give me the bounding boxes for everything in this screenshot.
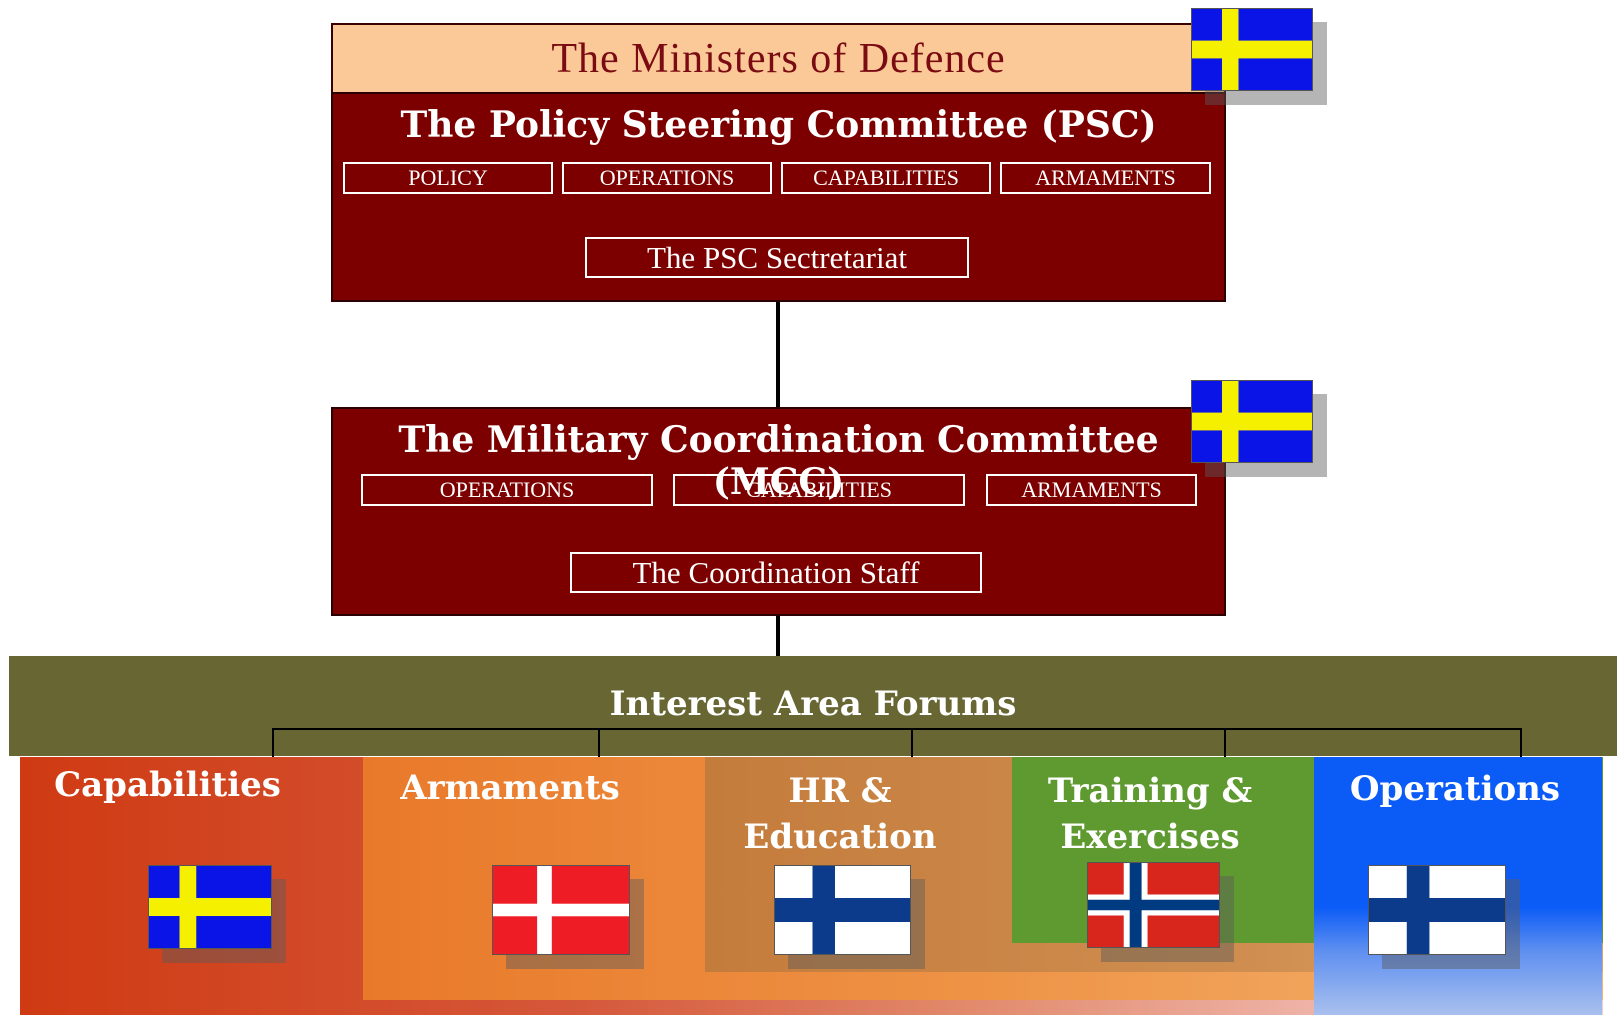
psc-box: The Policy Steering Committee (PSC) POLI… [331,92,1226,302]
sweden-flag-icon [148,865,272,949]
denmark-flag-icon [492,865,630,955]
finland-flag-icon [1368,865,1506,955]
forum-label-capabilities: Capabilities [54,765,281,805]
sweden-flag-icon [1191,8,1313,91]
ministers-title: The Ministers of Defence [551,35,1006,82]
forum-label-operations: Operations [1349,769,1561,809]
psc-area-policy: POLICY [343,162,553,194]
branch-tick [911,728,913,757]
forums-title: Interest Area Forums [609,684,1017,724]
norway-flag-icon [1087,862,1220,948]
connector-psc-mcc [776,302,780,408]
finland-flag-icon [774,865,911,955]
connector-mcc-forums [776,616,780,657]
ministers-of-defence-box: The Ministers of Defence [331,23,1226,94]
mcc-area-armaments: ARMAMENTS [986,474,1197,506]
mcc-area-capabilities: CAPABILITIES [673,474,965,506]
mcc-coordination-staff: The Coordination Staff [570,552,982,593]
mcc-title: The Military Coordination Committee (MCC… [398,419,1159,503]
psc-secretariat: The PSC Sectretariat [585,237,969,278]
forums-branch-line [272,728,1522,730]
interest-area-forums-band: Interest Area Forums [9,656,1617,756]
branch-tick [272,728,274,757]
branch-tick [598,728,600,757]
branch-tick [1520,728,1522,757]
mcc-area-operations: OPERATIONS [361,474,653,506]
forum-label-training-exercises: Training & Exercises [1047,771,1253,857]
psc-area-capabilities: CAPABILITIES [781,162,991,194]
sweden-flag-icon [1191,380,1313,463]
psc-area-armaments: ARMAMENTS [1000,162,1211,194]
psc-title: The Policy Steering Committee (PSC) [400,104,1157,146]
forum-label-hr-education: HR & Education [743,771,937,857]
mcc-box: The Military Coordination Committee (MCC… [331,407,1226,616]
psc-area-operations: OPERATIONS [562,162,772,194]
forum-label-armaments: Armaments [400,768,620,808]
branch-tick [1224,728,1226,757]
